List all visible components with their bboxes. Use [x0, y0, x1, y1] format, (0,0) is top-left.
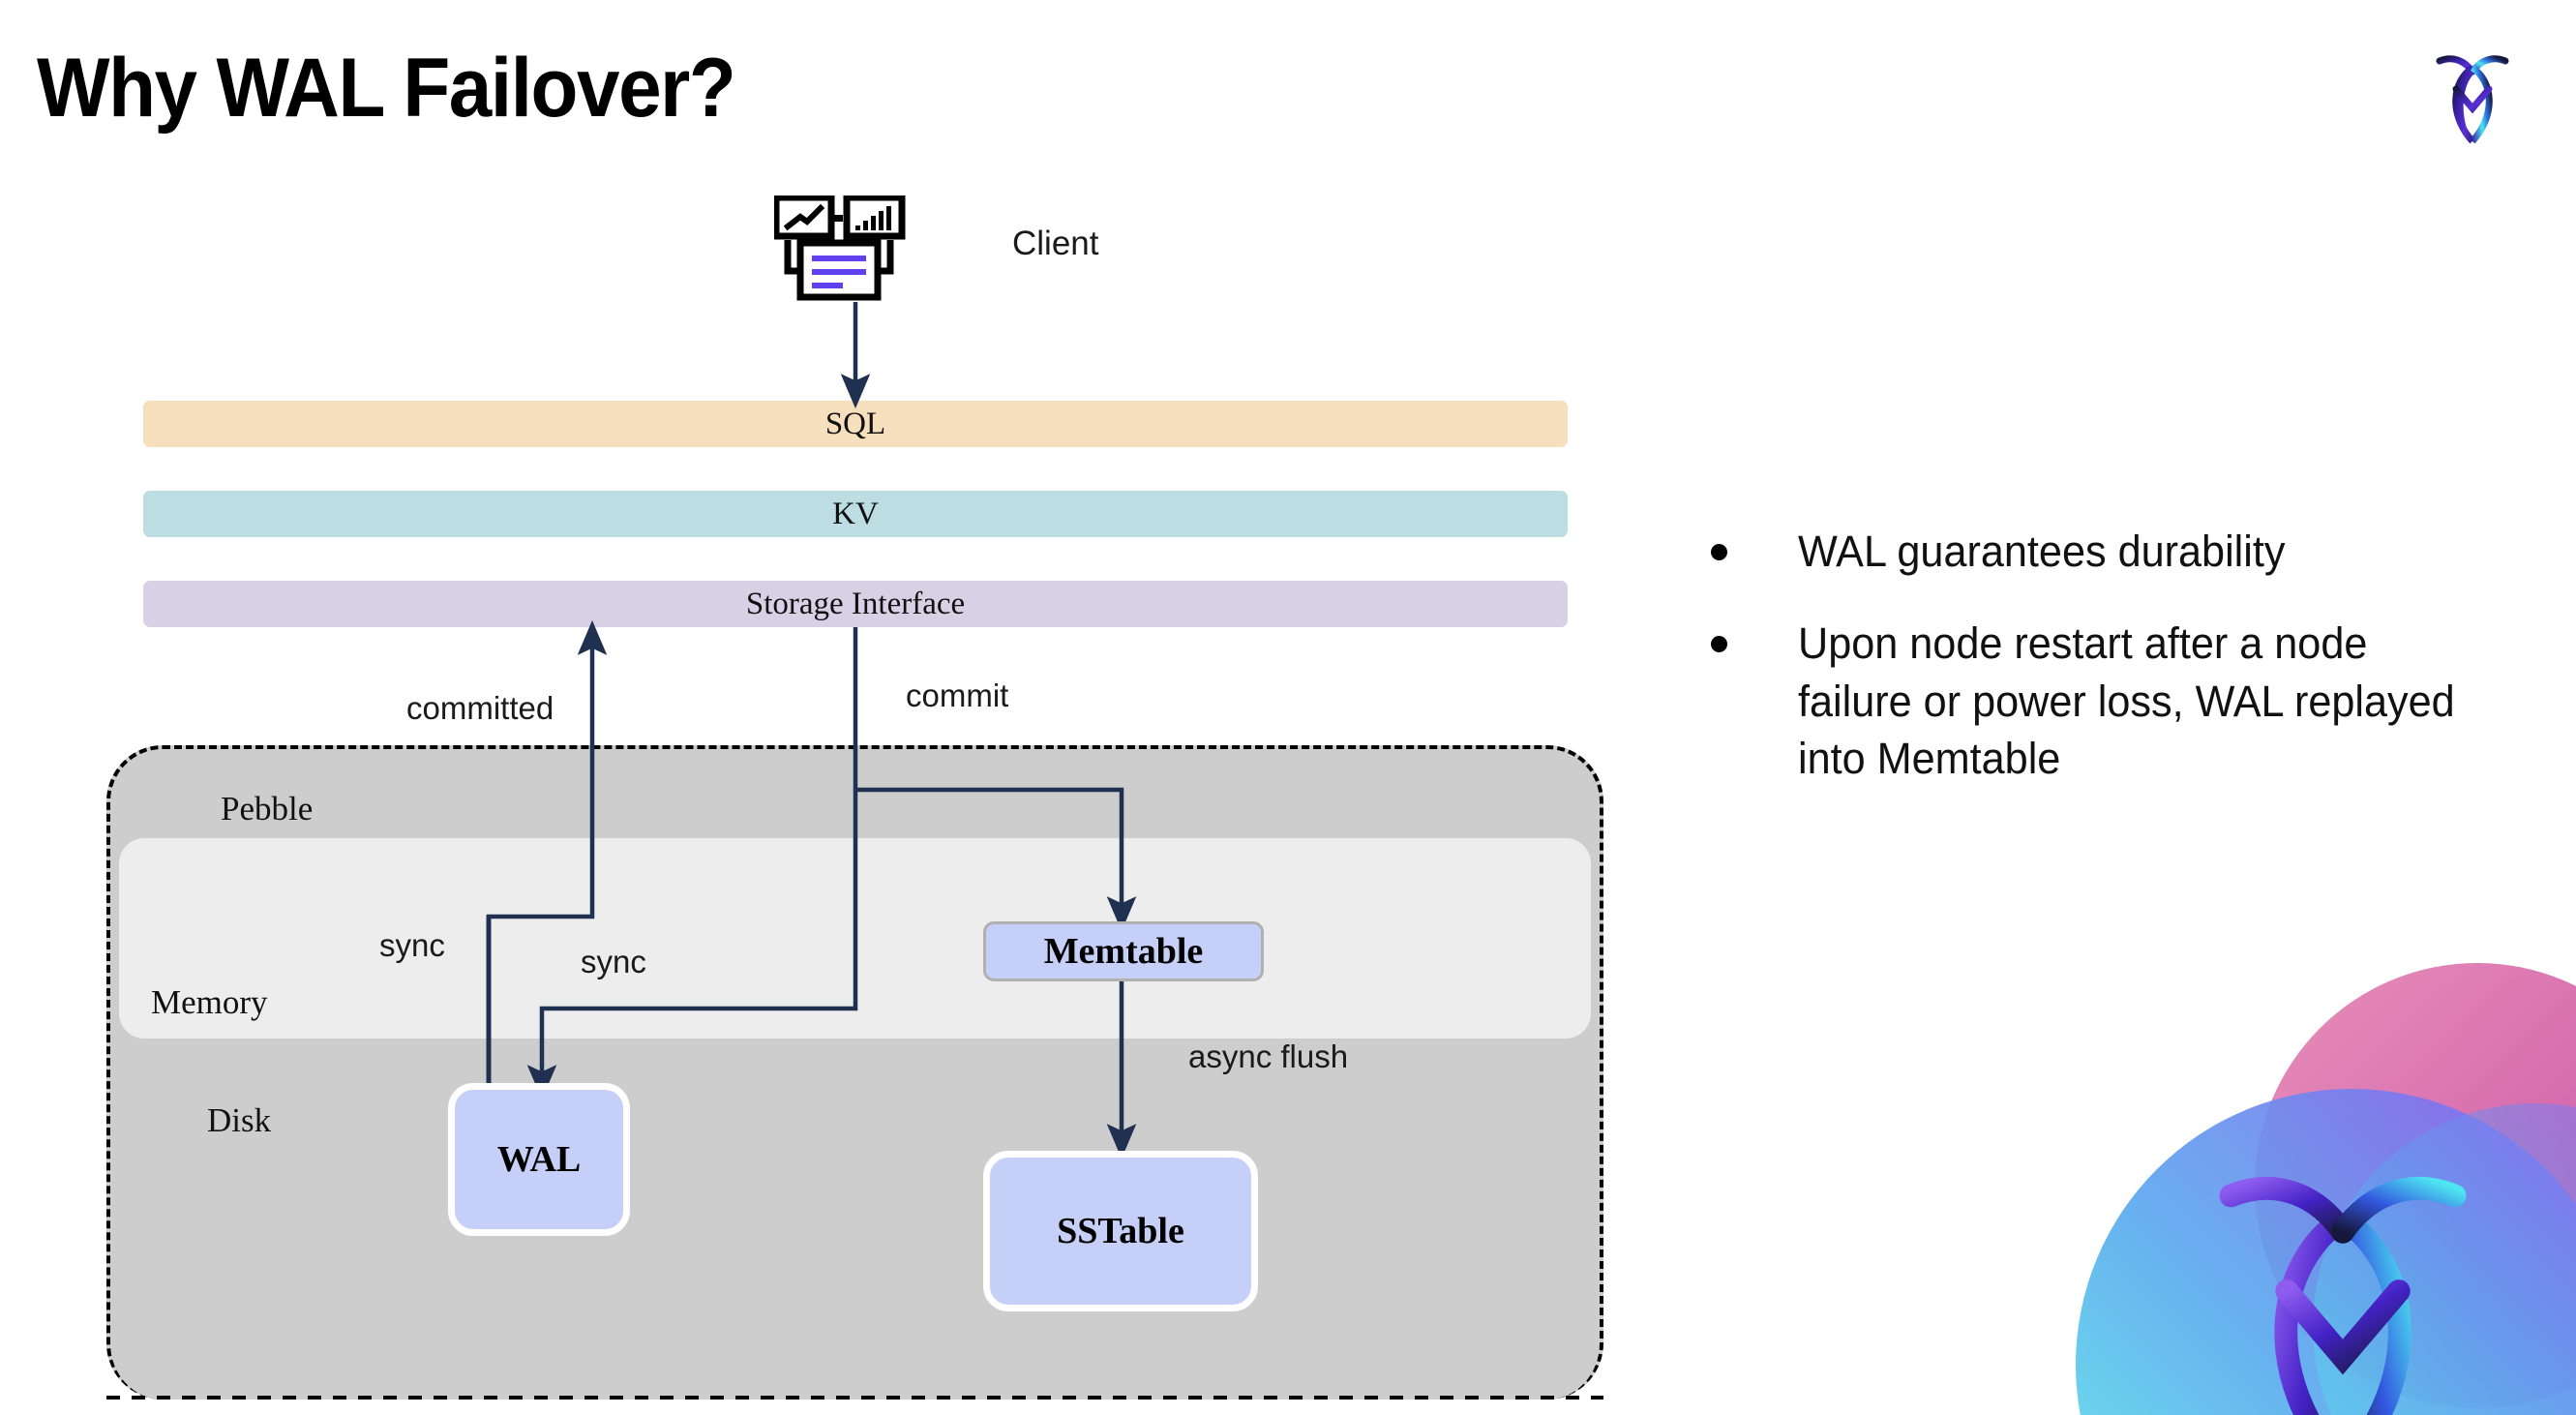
- layer-label-kv: KV: [832, 496, 879, 531]
- layer-bar-kv: KV: [143, 491, 1568, 537]
- client-device-icon: [772, 194, 929, 307]
- bullet-list: WAL guarantees durability Upon node rest…: [1711, 523, 2485, 823]
- edge-label-sync-2: sync: [581, 944, 646, 979]
- edge-label-sync-1: sync: [379, 927, 445, 963]
- pebble-container-bottom-border: [106, 1396, 1603, 1400]
- bullet-text: WAL guarantees durability: [1798, 527, 2286, 576]
- edge-label-committed: committed: [406, 690, 554, 726]
- memory-region: [119, 838, 1591, 1039]
- node-memtable: Memtable: [983, 921, 1264, 981]
- node-label-sstable: SSTable: [1057, 1211, 1184, 1251]
- node-label-memtable: Memtable: [1043, 931, 1204, 972]
- pebble-label: Pebble: [221, 790, 314, 828]
- decorative-gradient-circles: [1935, 910, 2576, 1415]
- bullet-dot-icon: [1711, 544, 1727, 560]
- layer-label-storage: Storage Interface: [745, 586, 966, 621]
- client-label: Client: [1012, 225, 1099, 262]
- list-item: WAL guarantees durability: [1711, 523, 2485, 580]
- edge-label-async-flush: async flush: [1188, 1039, 1349, 1074]
- page-title: Why WAL Failover?: [37, 42, 736, 135]
- bullet-dot-icon: [1711, 636, 1727, 653]
- node-label-wal: WAL: [496, 1139, 582, 1180]
- memory-label: Memory: [151, 983, 268, 1021]
- disk-label: Disk: [207, 1101, 272, 1139]
- bullet-text: Upon node restart after a node failure o…: [1798, 618, 2455, 784]
- layer-bar-sql: SQL: [143, 401, 1568, 447]
- layer-bar-storage: Storage Interface: [143, 581, 1568, 627]
- cockroachdb-logo-icon: [2410, 31, 2535, 157]
- list-item: Upon node restart after a node failure o…: [1711, 615, 2485, 787]
- edge-label-commit: commit: [906, 677, 1009, 713]
- node-sstable: SSTable: [983, 1151, 1258, 1311]
- node-wal: WAL: [448, 1083, 630, 1236]
- layer-label-sql: SQL: [824, 406, 886, 441]
